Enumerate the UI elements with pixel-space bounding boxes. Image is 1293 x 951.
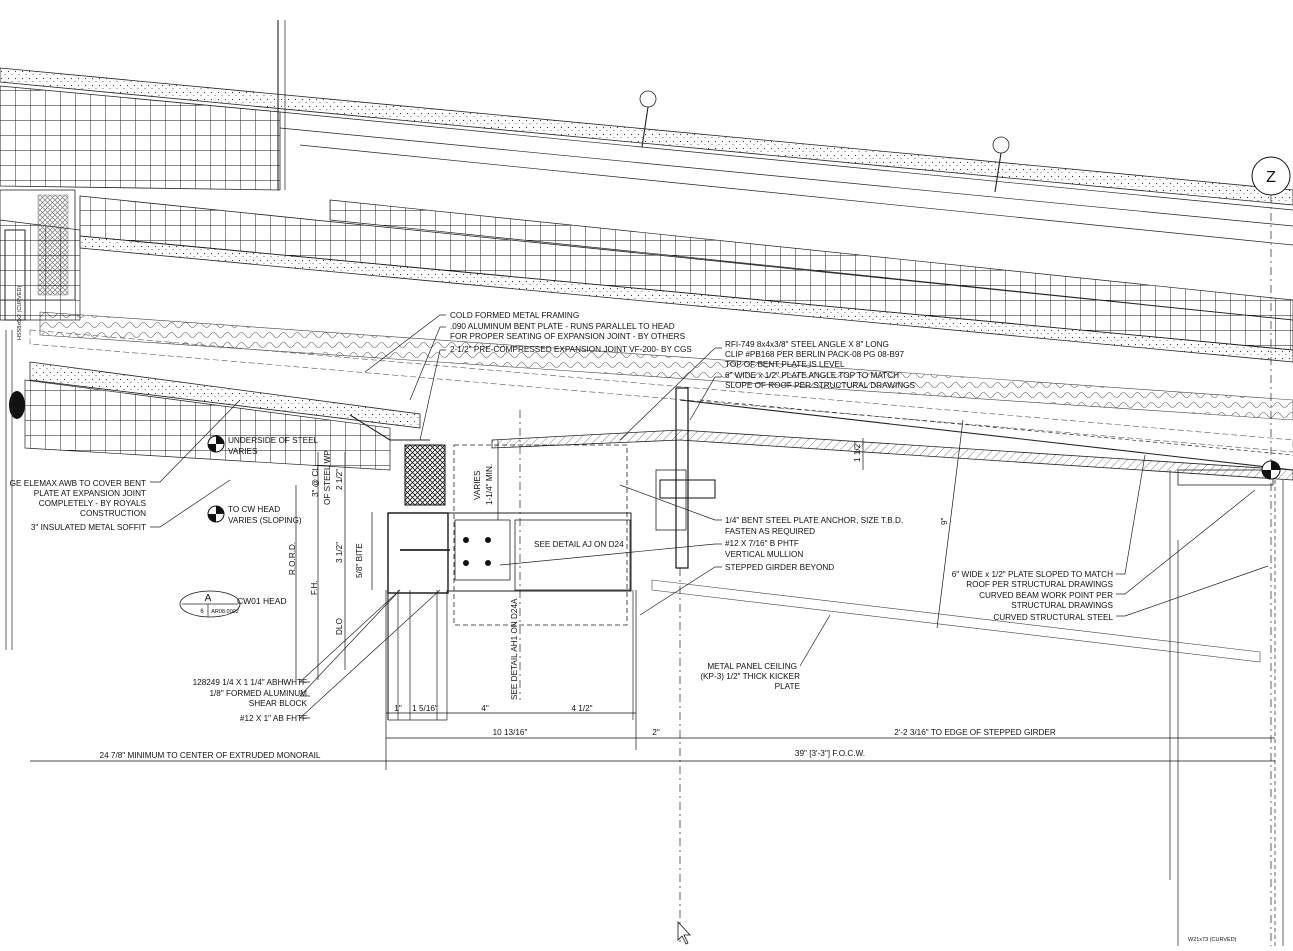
roof-structure: [0, 20, 1293, 946]
dim-cl-steel-2: OF STEEL WP: [323, 450, 332, 505]
mouse-cursor-icon: [677, 920, 691, 945]
dim-varies: VARIES: [473, 470, 482, 500]
note-cw-head-1: TO CW HEAD: [228, 505, 280, 514]
dim-d5: 10 13/16": [493, 728, 528, 737]
note-underside-steel-2: VARIES: [228, 447, 258, 456]
note-aluminum-plate-1: .090 ALUMINUM BENT PLATE - RUNS PARALLEL…: [450, 322, 675, 331]
horizontal-dimension-labels: 1" 1 5/16" 4" 4 1/2" 10 13/16" 2" 2'-2 3…: [100, 704, 1056, 760]
note-side-label: HSS8x6x2 (CURVED): [17, 286, 23, 340]
dim-dlo: DLO: [335, 618, 344, 635]
note-bent-steel-1: 1/4" BENT STEEL PLATE ANCHOR, SIZE T.B.D…: [725, 516, 903, 525]
note-rfi-1: RFI-749 8x4x3/8" STEEL ANGLE X 8" LONG: [725, 340, 889, 349]
note-see-detail-ah1: SEE DETAIL AH1 ON D24A: [510, 598, 519, 700]
dim-d6: 2": [652, 728, 660, 737]
vertical-dimension-labels: R.O.R.D. F.H. DLO 3" @ CL OF STEEL WP 2 …: [288, 441, 949, 635]
note-rfi-2: CLIP #PB168 PER BERLIN PACK-08 PG 08-B97: [725, 350, 904, 359]
dim-d3: 4": [481, 704, 489, 713]
note-elemax-1: GE ELEMAX AWB TO COVER BENT: [10, 479, 146, 488]
note-beam-wp-1: CURVED BEAM WORK POINT PER: [979, 591, 1113, 600]
dim-d1: 1": [394, 704, 402, 713]
note-bent-steel-2: FASTEN AS REQUIRED: [725, 527, 815, 536]
note-elemax-2: PLATE AT EXPANSION JOINT: [34, 489, 146, 498]
dim-d7: 2'-2 3/16" TO EDGE OF STEPPED GIRDER: [894, 728, 1056, 737]
dim-cl-steel-1: 3" @ CL: [311, 466, 320, 497]
dim-min: 1-1/4" MIN.: [485, 464, 494, 505]
note-metal-panel-3: PLATE: [775, 682, 801, 691]
leader-lines: [150, 314, 1269, 719]
detail-tag-title: CW01 HEAD: [237, 596, 287, 606]
elevation-markers: [207, 435, 225, 523]
detail-tag-letter: A: [205, 593, 212, 604]
dim-fh: F.H.: [310, 580, 319, 595]
dim-three-half: 3 1/2": [335, 542, 344, 563]
note-elemax-4: CONSTRUCTION: [80, 509, 146, 518]
note-elemax-3: COMPLETELY - BY ROYALS: [39, 499, 147, 508]
dim-d9: 39" [3'-3"] F.O.C.W.: [795, 749, 865, 758]
note-shear-block-2: SHEAR BLOCK: [249, 699, 308, 708]
note-plate-sloped-1: 6" WIDE x 1/2" PLATE SLOPED TO MATCH: [952, 570, 1113, 579]
gridline-label: Z: [1266, 169, 1276, 186]
curtain-wall-head: [349, 387, 716, 946]
note-stepped-girder: STEPPED GIRDER BEYOND: [725, 563, 834, 572]
note-cold-formed: COLD FORMED METAL FRAMING: [450, 311, 579, 320]
dim-one-half: 1 1/2": [853, 441, 862, 462]
detail-tag-number: 6: [200, 609, 204, 615]
note-expansion-joint: 2-1/2" PRE-COMPRESSED EXPANSION JOINT VF…: [450, 345, 692, 354]
dim-d8: 24 7/8" MINIMUM TO CENTER OF EXTRUDED MO…: [100, 751, 321, 760]
note-soffit: 3" INSULATED METAL SOFFIT: [31, 523, 146, 532]
note-curved-steel: CURVED STRUCTURAL STEEL: [993, 613, 1113, 622]
note-rfi-3: TOP OF BENT PLATE IS LEVEL: [725, 360, 845, 369]
detail-tag: A 6 AR08.0002 CW01 HEAD: [179, 590, 287, 618]
note-aluminum-plate-2: FOR PROPER SEATING OF EXPANSION JOINT - …: [450, 332, 686, 341]
note-ab-fhtf: #12 X 1" AB FHTF: [240, 714, 307, 723]
dim-bite: 5/8" BITE: [355, 543, 364, 578]
note-metal-panel-2: (KP-3) 1/2" THICK KICKER: [700, 672, 800, 681]
annotation-notes: COLD FORMED METAL FRAMING .090 ALUMINUM …: [10, 286, 1237, 943]
note-cw-head-2: VARIES (SLOPING): [228, 516, 302, 525]
dim-nine: 9": [940, 517, 949, 525]
dim-d2: 1 5/16": [412, 704, 438, 713]
gridline-z: Z: [1251, 156, 1291, 946]
dim-rord: R.O.R.D.: [288, 542, 297, 575]
note-girder-tag: W21x73 (CURVED): [1188, 937, 1237, 943]
detail-tag-sheet: AR08.0002: [211, 609, 239, 615]
note-metal-panel-1: METAL PANEL CEILING: [707, 662, 797, 671]
note-vertical-mullion: VERTICAL MULLION: [725, 550, 803, 559]
note-beam-wp-2: STRUCTURAL DRAWINGS: [1011, 601, 1113, 610]
note-plate-angle-2: SLOPE OF ROOF PER STRUCTURAL DRAWINGS: [725, 381, 916, 390]
note-abhwhtf: 128249 1/4 X 1 1/4" ABHWHTF: [193, 678, 307, 687]
dimension-lines: [30, 419, 1275, 770]
note-see-detail-aj: SEE DETAIL AJ ON D24: [534, 540, 624, 549]
note-plate-angle-1: 6" WIDE x 1/2" PLATE ANGLE TOP TO MATCH: [725, 371, 899, 380]
note-shear-block-1: 1/8" FORMED ALUMINUM: [209, 689, 307, 698]
note-underside-steel-1: UNDERSIDE OF STEEL: [228, 436, 319, 445]
dim-two-half: 2 1/2": [335, 469, 344, 490]
note-plate-sloped-2: ROOF PER STRUCTURAL DRAWINGS: [966, 580, 1113, 589]
note-bphtf: #12 X 7/16" B PHTF: [725, 539, 799, 548]
dim-d4: 4 1/2": [571, 704, 592, 713]
